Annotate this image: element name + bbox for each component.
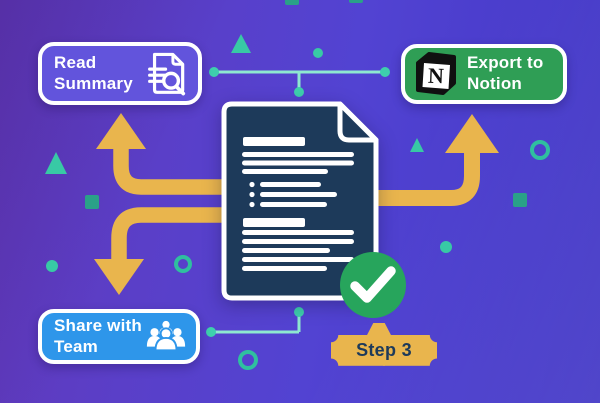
arrow-down-left <box>94 207 252 295</box>
checkmark-icon <box>350 266 396 303</box>
triangle-shape <box>45 152 67 174</box>
read-summary-badge[interactable]: Read Summary <box>38 42 202 105</box>
doc-line <box>242 160 354 166</box>
arrow-head <box>96 113 146 149</box>
share-team-label-line2: Team <box>54 336 98 356</box>
notion-logo-icon: N <box>416 52 456 95</box>
export-notion-badge[interactable]: N Export to Notion <box>401 44 567 104</box>
doc-line <box>242 239 354 244</box>
connector-node <box>294 307 304 317</box>
doc-line <box>242 266 327 271</box>
connector-node <box>380 67 390 77</box>
ring-shape <box>530 140 550 160</box>
square-shape <box>349 0 363 3</box>
triangle-shape <box>231 34 251 53</box>
connector-bottom <box>206 307 304 337</box>
arrow-head <box>445 114 499 153</box>
arrow-up-right <box>356 114 499 206</box>
doc-bullet <box>249 191 255 198</box>
share-team-badge[interactable]: Share with Team <box>38 309 200 364</box>
read-summary-label-line2: Summary <box>54 73 133 93</box>
export-notion-label: Export to Notion <box>467 53 543 94</box>
arrow-up-left <box>96 113 252 195</box>
arrow-head <box>94 259 144 295</box>
arrow-shaft <box>113 146 252 195</box>
square-shape <box>513 193 527 207</box>
document-search-icon <box>148 52 186 95</box>
square-shape <box>285 0 299 5</box>
step-badge: Step 3 <box>331 335 437 366</box>
step-badge-label: Step 3 <box>356 340 412 360</box>
doc-line <box>260 202 327 207</box>
connector-node <box>206 327 216 337</box>
doc-line <box>242 169 328 174</box>
step-badge-pointer <box>366 323 392 337</box>
connector-node <box>294 87 304 97</box>
dot-shape <box>46 260 58 272</box>
doc-heading-bar <box>243 218 305 227</box>
doc-bullet <box>249 181 255 188</box>
doc-bullet <box>249 201 255 208</box>
arrow-shaft <box>111 207 252 262</box>
read-summary-label-line1: Read <box>54 52 97 72</box>
document-text-lines <box>242 137 354 271</box>
doc-line <box>242 248 330 253</box>
connector-top <box>209 67 390 97</box>
team-people-icon <box>146 320 186 351</box>
doc-line <box>242 152 354 157</box>
connector-node <box>209 67 219 77</box>
decor-shapes <box>45 0 550 370</box>
export-notion-label-line1: Export to <box>467 53 544 73</box>
doc-heading-bar <box>243 137 305 146</box>
ring-shape <box>238 350 258 370</box>
share-team-label-line1: Share with <box>54 315 142 335</box>
read-summary-label: Read Summary <box>54 53 133 94</box>
ring-shape <box>174 255 192 273</box>
share-team-label: Share with Team <box>54 316 142 357</box>
doc-line <box>242 257 354 262</box>
dot-shape <box>313 48 323 58</box>
arrow-shaft <box>356 150 480 206</box>
doc-line <box>242 230 354 235</box>
triangle-shape <box>410 138 424 152</box>
checkmark-badge <box>340 252 406 318</box>
dot-shape <box>440 241 452 253</box>
doc-line <box>260 192 337 197</box>
document-fold-corner <box>337 101 379 143</box>
square-shape <box>85 195 99 209</box>
notion-letter: N <box>428 63 445 89</box>
export-notion-label-line2: Notion <box>467 74 523 93</box>
doc-line <box>260 182 321 187</box>
